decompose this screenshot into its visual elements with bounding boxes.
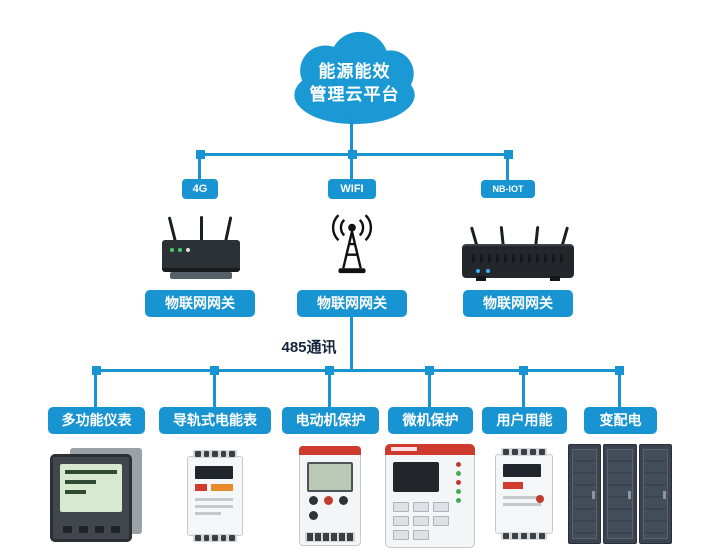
multifunction-meter-image <box>50 446 142 544</box>
device-drop-line <box>428 369 431 408</box>
device-drop-line <box>213 369 216 408</box>
large-router-gateway-image <box>462 224 574 284</box>
gateway-label-wifi: 物联网网关 <box>297 290 407 317</box>
device-label-user-energy: 用户用能 <box>482 407 567 434</box>
gateway-label-4g: 物联网网关 <box>145 290 255 317</box>
gateway-label-nbiot: 物联网网关 <box>463 290 573 317</box>
gateway-drop-line-wifi <box>350 153 353 181</box>
rs485-bus-line <box>95 369 622 372</box>
cloud-title: 能源能效 管理云平台 <box>272 60 437 106</box>
cloud-icon <box>294 31 415 125</box>
gateway-drop-line-nbiot <box>506 153 509 181</box>
device-label-motor-protection: 电动机保护 <box>282 407 379 434</box>
cloud-platform: 能源能效 管理云平台 <box>272 26 437 130</box>
device-drop-line <box>522 369 525 408</box>
motor-protection-image <box>299 446 361 546</box>
cloud-title-line1: 能源能效 <box>318 62 391 81</box>
device-label-power-distribution: 变配电 <box>584 407 657 434</box>
gateway-drop-line-4g <box>198 153 201 181</box>
cloud-drop-line <box>350 118 353 156</box>
device-drop-line <box>328 369 331 408</box>
user-energy-meter-image <box>495 448 553 540</box>
device-label-micro-protection: 微机保护 <box>388 407 473 434</box>
din-rail-meter-image <box>187 450 243 542</box>
device-label-multifunction-meter: 多功能仪表 <box>48 407 145 434</box>
power-distribution-cabinets-image <box>568 444 672 544</box>
badge-4g: 4G <box>182 179 218 199</box>
badge-wifi: WIFI <box>328 179 376 199</box>
bus-label-485: 485通讯 <box>281 339 337 356</box>
device-drop-line <box>94 369 97 408</box>
antenna-gateway-icon <box>323 210 381 282</box>
cloud-title-line2: 管理云平台 <box>309 85 400 104</box>
small-router-gateway-image <box>158 216 244 282</box>
badge-nbiot: NB-IOT <box>481 180 535 198</box>
micro-protection-image <box>385 444 475 548</box>
device-label-din-rail-meter: 导轨式电能表 <box>159 407 271 434</box>
bus-feeder-line <box>350 317 353 371</box>
device-drop-line <box>618 369 621 408</box>
